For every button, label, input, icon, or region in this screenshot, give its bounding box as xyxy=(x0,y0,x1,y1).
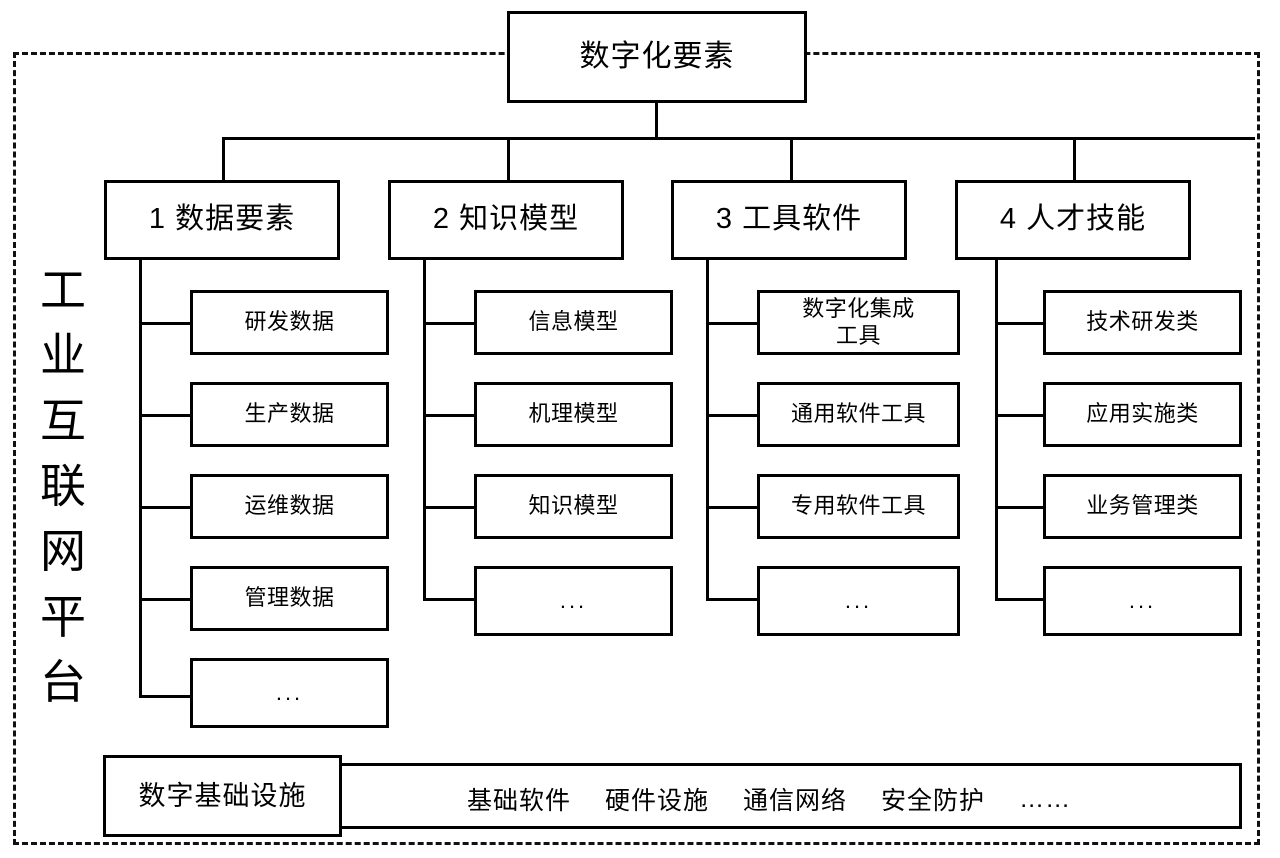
stub-1-3 xyxy=(139,506,191,509)
leaf-node-3-1-line2: 工具 xyxy=(835,322,881,348)
leaf-node-4-3[interactable]: 业务管理类 xyxy=(1043,474,1242,539)
stub-4-2 xyxy=(995,414,1046,417)
stub-3-2 xyxy=(706,414,758,417)
platform-label-char: 工 xyxy=(40,264,86,316)
stub-4-4 xyxy=(995,598,1046,601)
platform-label-char: 业 xyxy=(40,329,86,382)
platform-label-char: 联 xyxy=(40,459,86,512)
platform-label-char: 网 xyxy=(40,525,86,578)
stub-3-1 xyxy=(706,322,758,325)
connector-bus xyxy=(222,137,1255,140)
infrastructure-item[interactable]: 通信网络 xyxy=(743,787,848,815)
infrastructure-label-box[interactable]: 数字基础设施 xyxy=(103,755,342,837)
spine-category-2 xyxy=(423,260,426,601)
connector-bus-drop-1 xyxy=(222,137,225,182)
stub-1-2 xyxy=(139,414,191,417)
leaf-node-4-1[interactable]: 技术研发类 xyxy=(1043,290,1242,355)
platform-label: 工 业 互 联 网 平 台 xyxy=(28,258,98,715)
leaf-node-1-1[interactable]: 研发数据 xyxy=(190,290,389,355)
connector-root-drop xyxy=(655,101,658,139)
stub-1-5 xyxy=(139,695,191,698)
leaf-node-4-4[interactable]: ... xyxy=(1043,566,1242,636)
stub-2-4 xyxy=(423,598,475,601)
infrastructure-item[interactable]: 基础软件 xyxy=(467,787,572,815)
stub-2-2 xyxy=(423,414,475,417)
leaf-node-3-4[interactable]: ... xyxy=(757,566,960,636)
infrastructure-item[interactable]: 安全防护 xyxy=(881,787,986,815)
stub-4-1 xyxy=(995,322,1046,325)
leaf-node-2-1[interactable]: 信息模型 xyxy=(474,290,673,355)
leaf-node-1-5[interactable]: ... xyxy=(190,658,389,728)
leaf-node-2-2[interactable]: 机理模型 xyxy=(474,382,673,447)
leaf-node-3-2[interactable]: 通用软件工具 xyxy=(757,382,960,447)
connector-bus-drop-4 xyxy=(1073,137,1076,182)
leaf-node-3-1-line1: 数字化集成 xyxy=(802,295,915,321)
stub-3-4 xyxy=(706,598,758,601)
spine-category-4 xyxy=(995,260,998,601)
spine-category-3 xyxy=(706,260,709,601)
stub-4-3 xyxy=(995,506,1046,509)
leaf-node-1-4[interactable]: 管理数据 xyxy=(190,566,389,631)
root-node[interactable]: 数字化要素 xyxy=(507,11,807,103)
stub-1-4 xyxy=(139,598,191,601)
leaf-node-1-2[interactable]: 生产数据 xyxy=(190,382,389,447)
platform-label-char: 平 xyxy=(40,590,86,643)
stub-2-1 xyxy=(423,322,475,325)
platform-label-char: 台 xyxy=(40,655,86,708)
infrastructure-items: 基础软件 硬件设施 通信网络 安全防护 …… xyxy=(467,781,1071,817)
leaf-node-2-3[interactable]: 知识模型 xyxy=(474,474,673,539)
infrastructure-item[interactable]: 硬件设施 xyxy=(605,787,710,815)
connector-bus-drop-3 xyxy=(790,137,793,182)
stub-3-3 xyxy=(706,506,758,509)
leaf-node-2-4[interactable]: ... xyxy=(474,566,673,636)
infrastructure-item-ellipsis: …… xyxy=(1019,784,1072,813)
stub-2-3 xyxy=(423,506,475,509)
connector-bus-drop-2 xyxy=(507,137,510,182)
spine-category-1 xyxy=(139,260,142,698)
platform-label-char: 互 xyxy=(40,394,86,447)
leaf-node-3-3[interactable]: 专用软件工具 xyxy=(757,474,960,539)
leaf-node-1-3[interactable]: 运维数据 xyxy=(190,474,389,539)
leaf-node-3-1[interactable]: 数字化集成 工具 xyxy=(757,290,960,355)
category-node-3[interactable]: 3 工具软件 xyxy=(671,180,907,260)
category-node-1[interactable]: 1 数据要素 xyxy=(104,180,340,260)
stub-1-1 xyxy=(139,322,191,325)
leaf-node-4-2[interactable]: 应用实施类 xyxy=(1043,382,1242,447)
category-node-2[interactable]: 2 知识模型 xyxy=(388,180,624,260)
category-node-4[interactable]: 4 人才技能 xyxy=(955,180,1191,260)
